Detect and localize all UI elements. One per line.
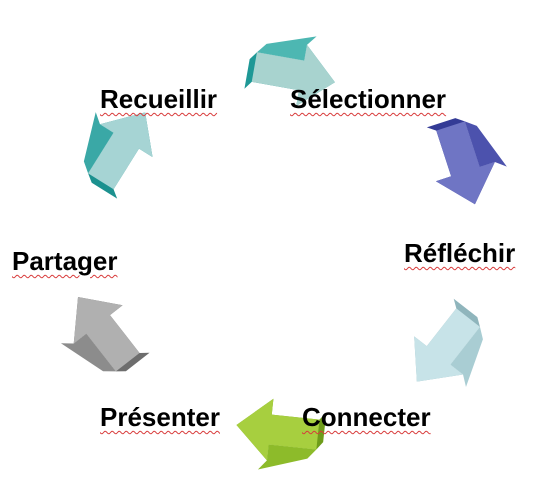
label-connecter: Connecter <box>302 402 431 432</box>
label-selectionner: Sélectionner <box>290 84 447 114</box>
label-partager: Partager <box>12 246 118 276</box>
label-reflechir: Réfléchir <box>404 238 516 268</box>
arrow-selectionner <box>244 36 335 106</box>
arrow-presenter <box>236 398 327 470</box>
arrow-partager <box>60 296 150 372</box>
arrow-reflechir <box>426 118 507 205</box>
label-presenter: Présenter <box>100 402 220 432</box>
arrow-recueillir <box>83 112 153 199</box>
arrow-connecter <box>414 298 483 387</box>
label-recueillir: Recueillir <box>100 84 218 114</box>
